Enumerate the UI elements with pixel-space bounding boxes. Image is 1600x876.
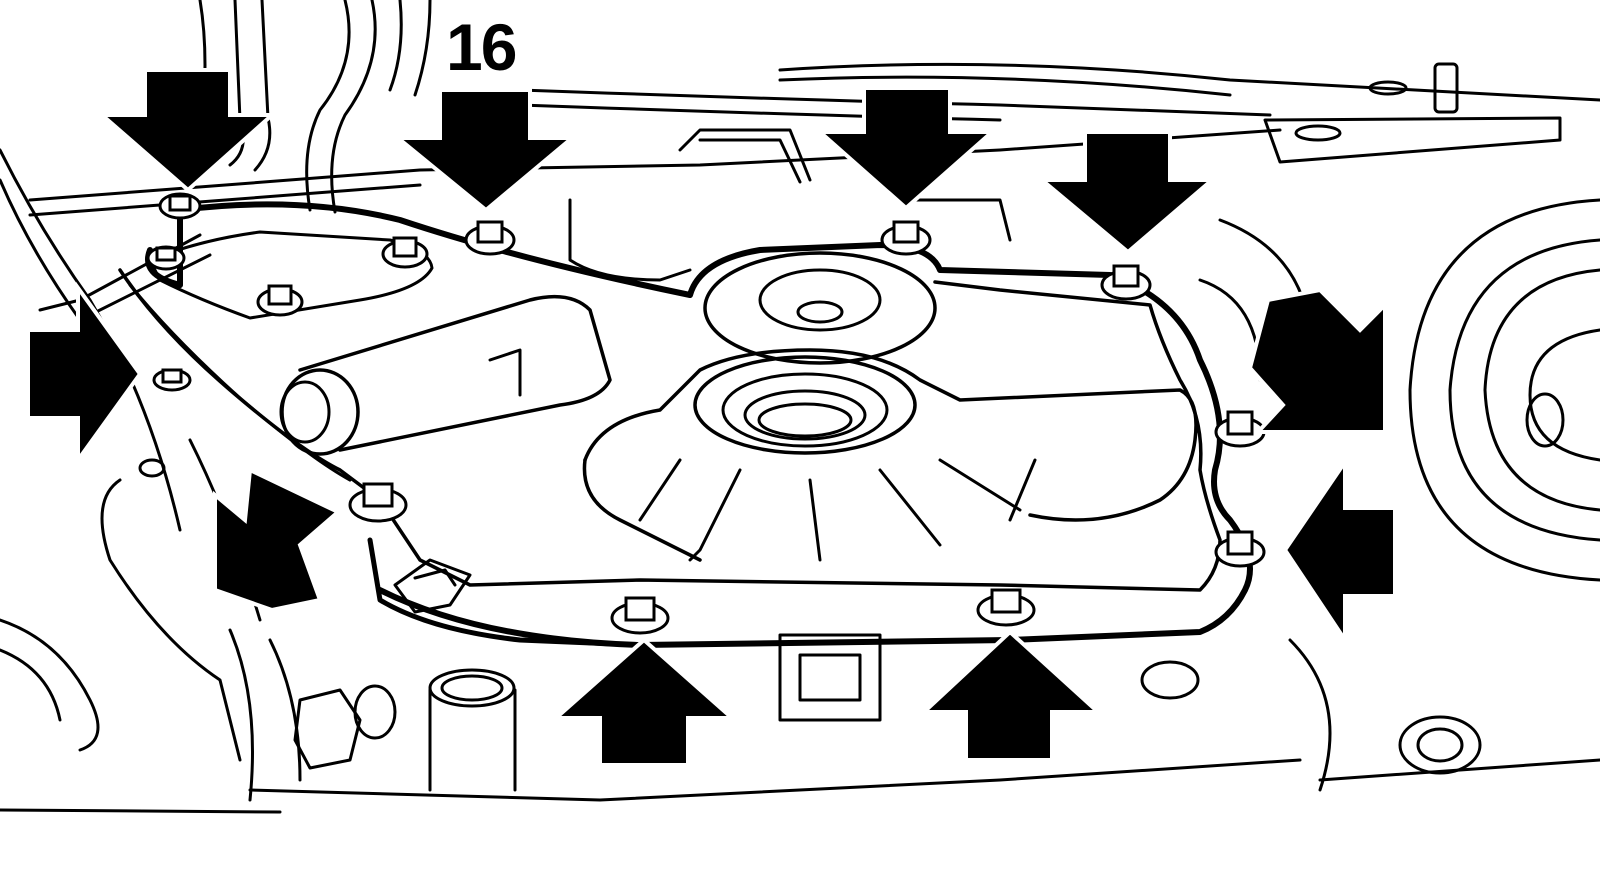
bolt-head	[158, 192, 202, 220]
bolt-head	[381, 236, 429, 269]
arrow-up-left-icon	[213, 466, 342, 613]
bolt-head	[610, 596, 670, 635]
bolt-head	[348, 482, 408, 523]
arrow-down-icon	[96, 68, 278, 193]
bolt-head	[256, 284, 304, 317]
bolt-head	[146, 245, 186, 271]
bolt-head	[1214, 530, 1266, 568]
bolt-head	[152, 368, 192, 392]
arrow-left-icon	[1282, 455, 1397, 647]
bolt-callout-arrows	[26, 68, 1397, 767]
bolt-head	[464, 220, 516, 256]
bolt-head	[1100, 264, 1152, 301]
background-outlines	[0, 0, 1600, 814]
arrow-down-icon	[814, 86, 998, 211]
arrow-down-icon	[392, 88, 578, 213]
arrow-down-icon	[1036, 130, 1218, 255]
cover-bolts	[146, 192, 1266, 635]
arrow-down-right-icon	[1247, 287, 1387, 434]
figure-number-label: 16	[446, 10, 517, 84]
arrow-up-icon	[550, 637, 738, 767]
bolt-head	[880, 220, 932, 256]
arrow-right-icon	[26, 281, 143, 467]
bolt-head	[976, 588, 1036, 627]
arrow-up-icon	[918, 629, 1104, 762]
